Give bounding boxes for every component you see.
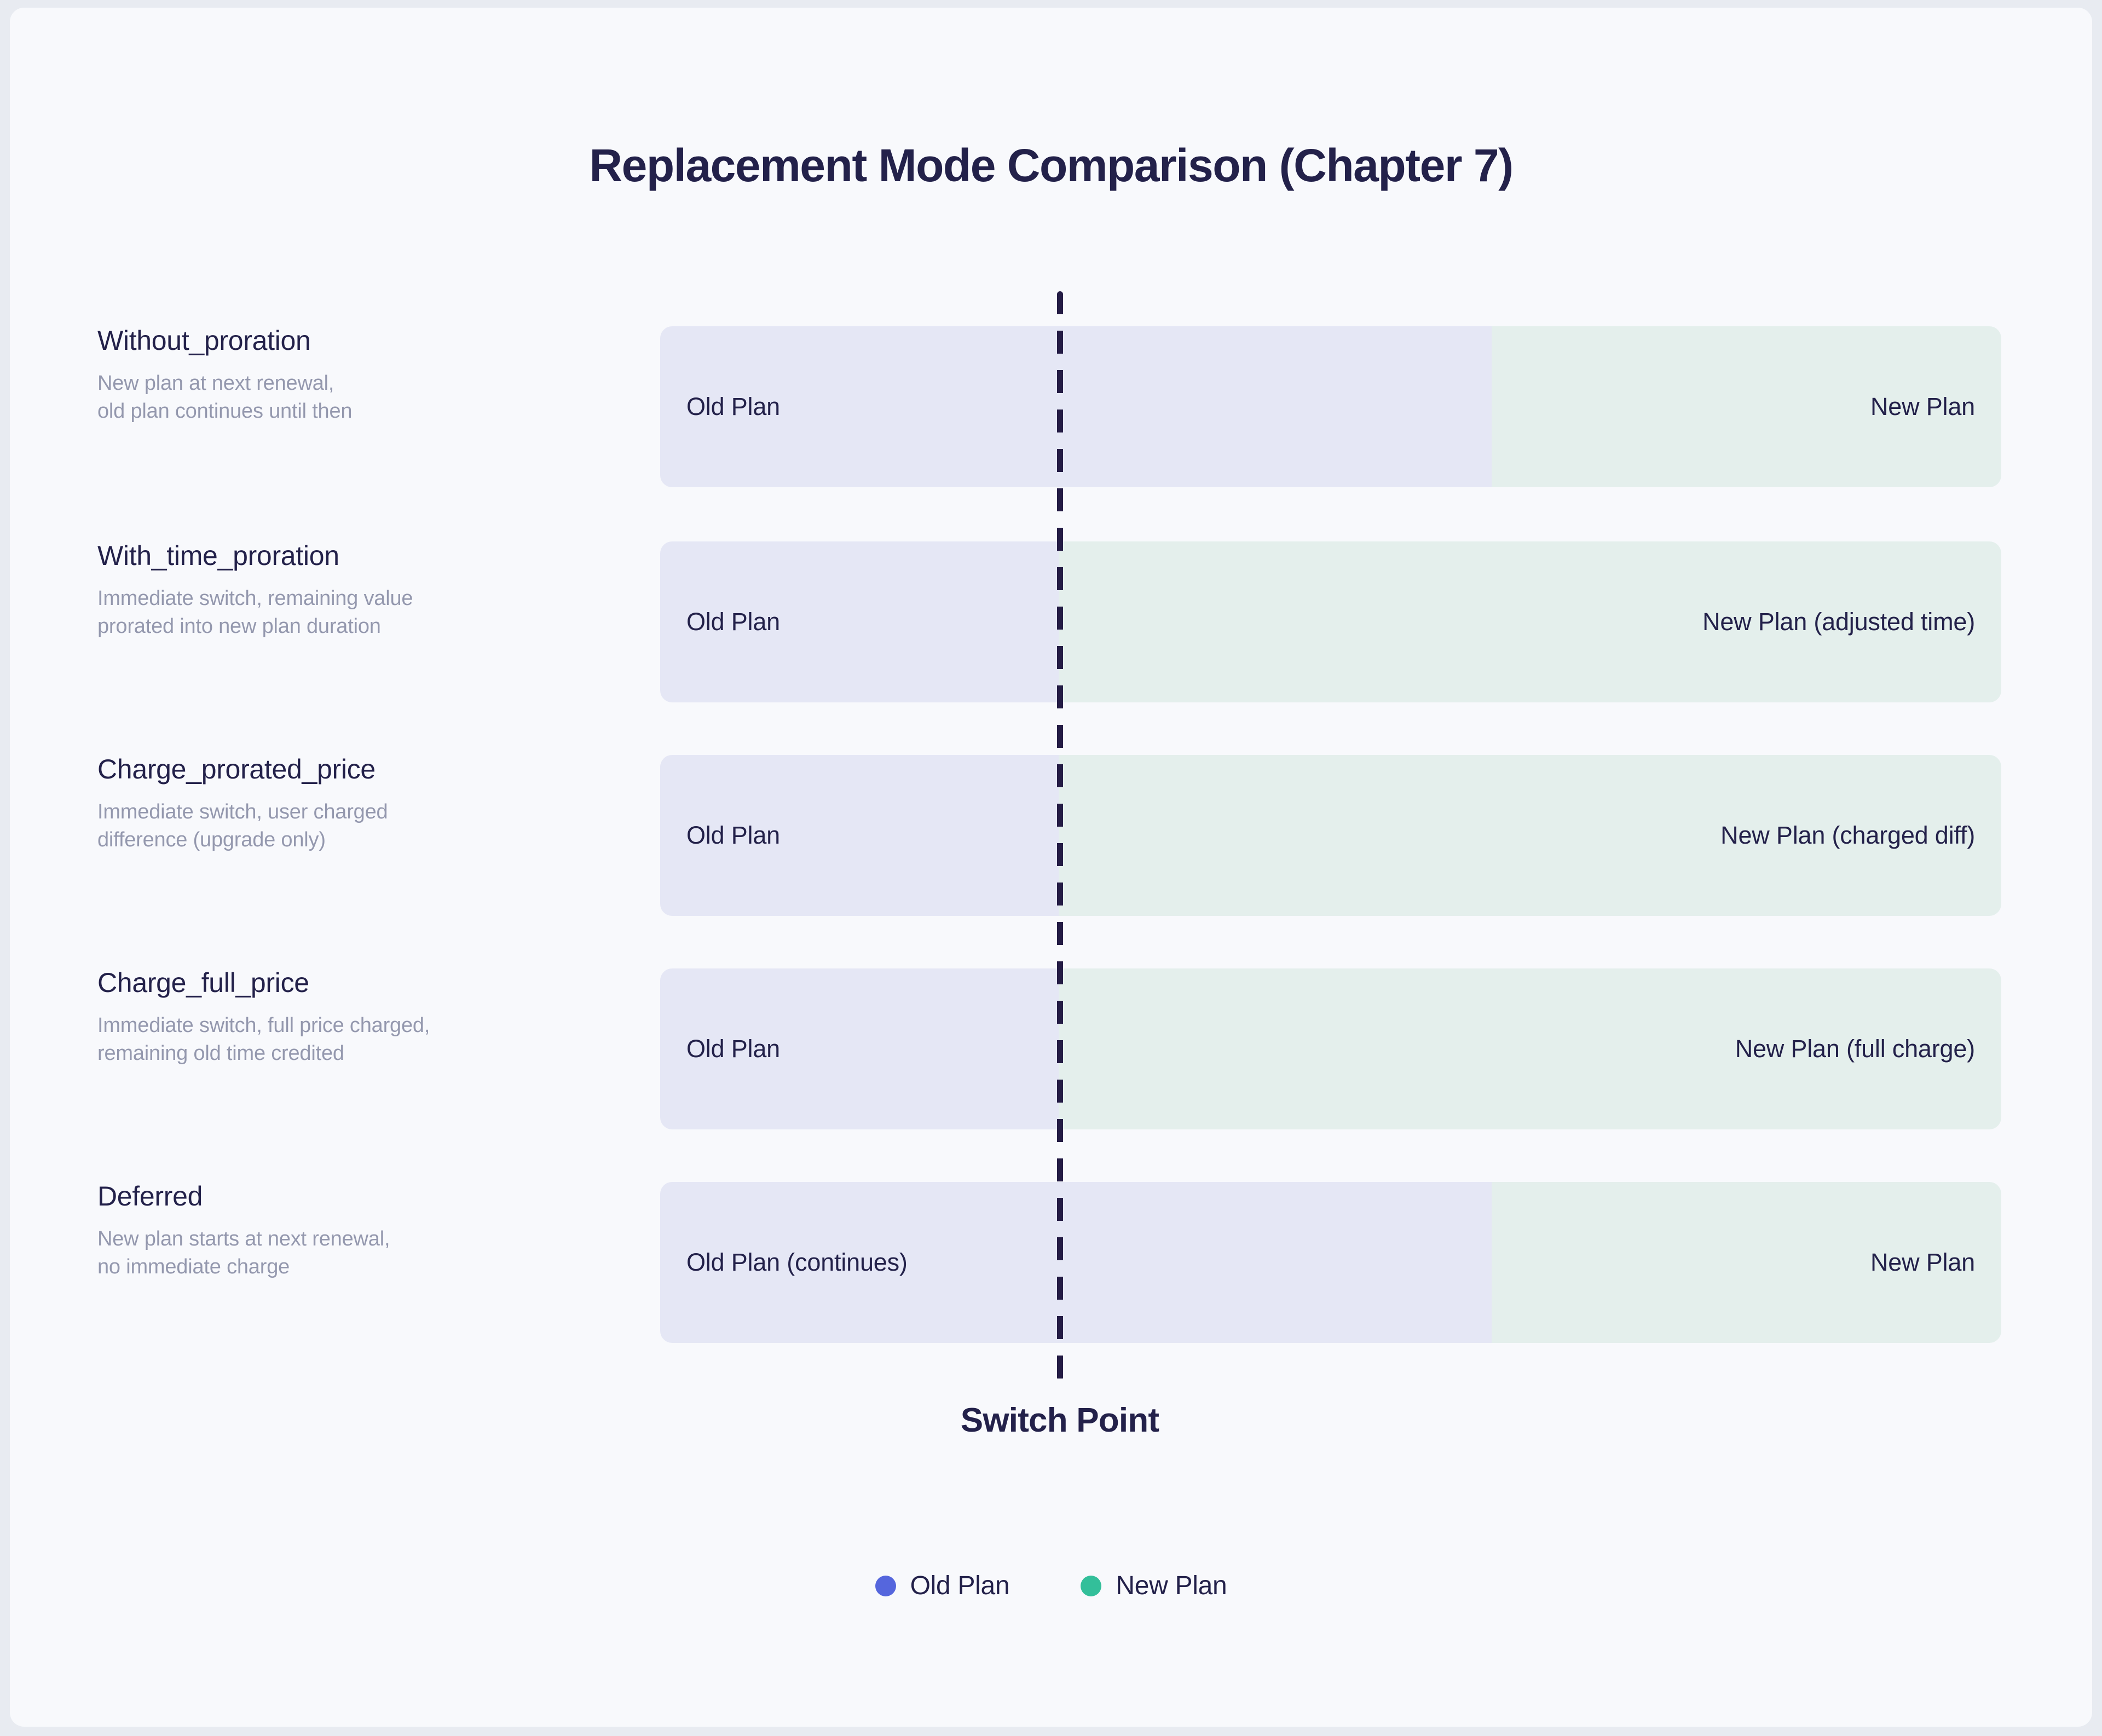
chart-legend: Old Plan New Plan	[10, 1571, 2092, 1601]
switch-point-dashed-line	[1057, 291, 1063, 1381]
bar-segment-old-plan[interactable]: Old Plan	[660, 541, 1059, 702]
row-description: New plan starts at next renewal,no immed…	[97, 1227, 390, 1279]
page-title: Replacement Mode Comparison (Chapter 7)	[589, 140, 1514, 191]
bar-segment-old-plan-label: Old Plan	[686, 393, 780, 420]
row-title: Deferred	[97, 1181, 203, 1212]
bar-segment-new-plan-label: New Plan (charged diff)	[1720, 821, 1975, 849]
bar-segment-old-plan[interactable]: Old Plan	[660, 968, 1059, 1129]
chart-plot-area: Without_proration New plan at next renew…	[10, 8, 2092, 1727]
bar-segment-new-plan-label: New Plan	[1870, 1248, 1975, 1276]
bar-segment-new-plan-label: New Plan (full charge)	[1735, 1035, 1975, 1063]
bar-segment-old-plan-label: Old Plan (continues)	[686, 1248, 908, 1276]
bar-segment-old-plan-label: Old Plan	[686, 1035, 780, 1063]
bar-segment-new-plan[interactable]: New Plan	[1492, 326, 2001, 487]
bar-segment-old-plan[interactable]: Old Plan	[660, 755, 1059, 916]
legend-dot-icon	[875, 1575, 896, 1596]
bar-segment-old-plan-label: Old Plan	[686, 821, 780, 849]
stacked-bar[interactable]: Old Plan New Plan	[660, 326, 2001, 487]
legend-item-new-plan[interactable]: New Plan	[1081, 1571, 1227, 1601]
bar-segment-new-plan[interactable]: New Plan	[1492, 1182, 2001, 1343]
bar-segment-new-plan-label: New Plan (adjusted time)	[1702, 608, 1975, 636]
bar-segment-new-plan[interactable]: New Plan (charged diff)	[1058, 755, 2001, 916]
row-title: Charge_full_price	[97, 967, 309, 998]
row-label-group: Without_proration New plan at next renew…	[97, 326, 645, 426]
bar-segment-old-plan[interactable]: Old Plan (continues)	[660, 1182, 1492, 1343]
switch-point-label: Switch Point	[960, 1402, 1159, 1439]
legend-label: New Plan	[1116, 1571, 1227, 1600]
stacked-bar[interactable]: Old Plan New Plan (full charge)	[660, 968, 2001, 1129]
legend-label: Old Plan	[910, 1571, 1010, 1600]
chart-card: Replacement Mode Comparison (Chapter 7) …	[10, 8, 2092, 1727]
row-title: Charge_prorated_price	[97, 754, 376, 785]
row-description: New plan at next renewal,old plan contin…	[97, 371, 353, 423]
stacked-bar[interactable]: Old Plan (continues) New Plan	[660, 1182, 2001, 1343]
legend-dot-icon	[1081, 1575, 1102, 1596]
row-label-group: With_time_proration Immediate switch, re…	[97, 541, 645, 641]
row-description: Immediate switch, full price charged,rem…	[97, 1013, 430, 1065]
stacked-bar[interactable]: Old Plan New Plan (adjusted time)	[660, 541, 2001, 702]
row-title: Without_proration	[97, 325, 311, 356]
bar-segment-new-plan-label: New Plan	[1870, 393, 1975, 420]
row-label-group: Deferred New plan starts at next renewal…	[97, 1182, 645, 1282]
bar-segment-old-plan[interactable]: Old Plan	[660, 326, 1492, 487]
row-label-group: Charge_full_price Immediate switch, full…	[97, 968, 645, 1068]
bar-segment-new-plan[interactable]: New Plan (adjusted time)	[1058, 541, 2001, 702]
legend-item-old-plan[interactable]: Old Plan	[875, 1571, 1010, 1601]
row-label-group: Charge_prorated_price Immediate switch, …	[97, 755, 645, 855]
bar-segment-new-plan[interactable]: New Plan (full charge)	[1058, 968, 2001, 1129]
row-title: With_time_proration	[97, 540, 339, 571]
bar-segment-old-plan-label: Old Plan	[686, 608, 780, 636]
stacked-bar[interactable]: Old Plan New Plan (charged diff)	[660, 755, 2001, 916]
